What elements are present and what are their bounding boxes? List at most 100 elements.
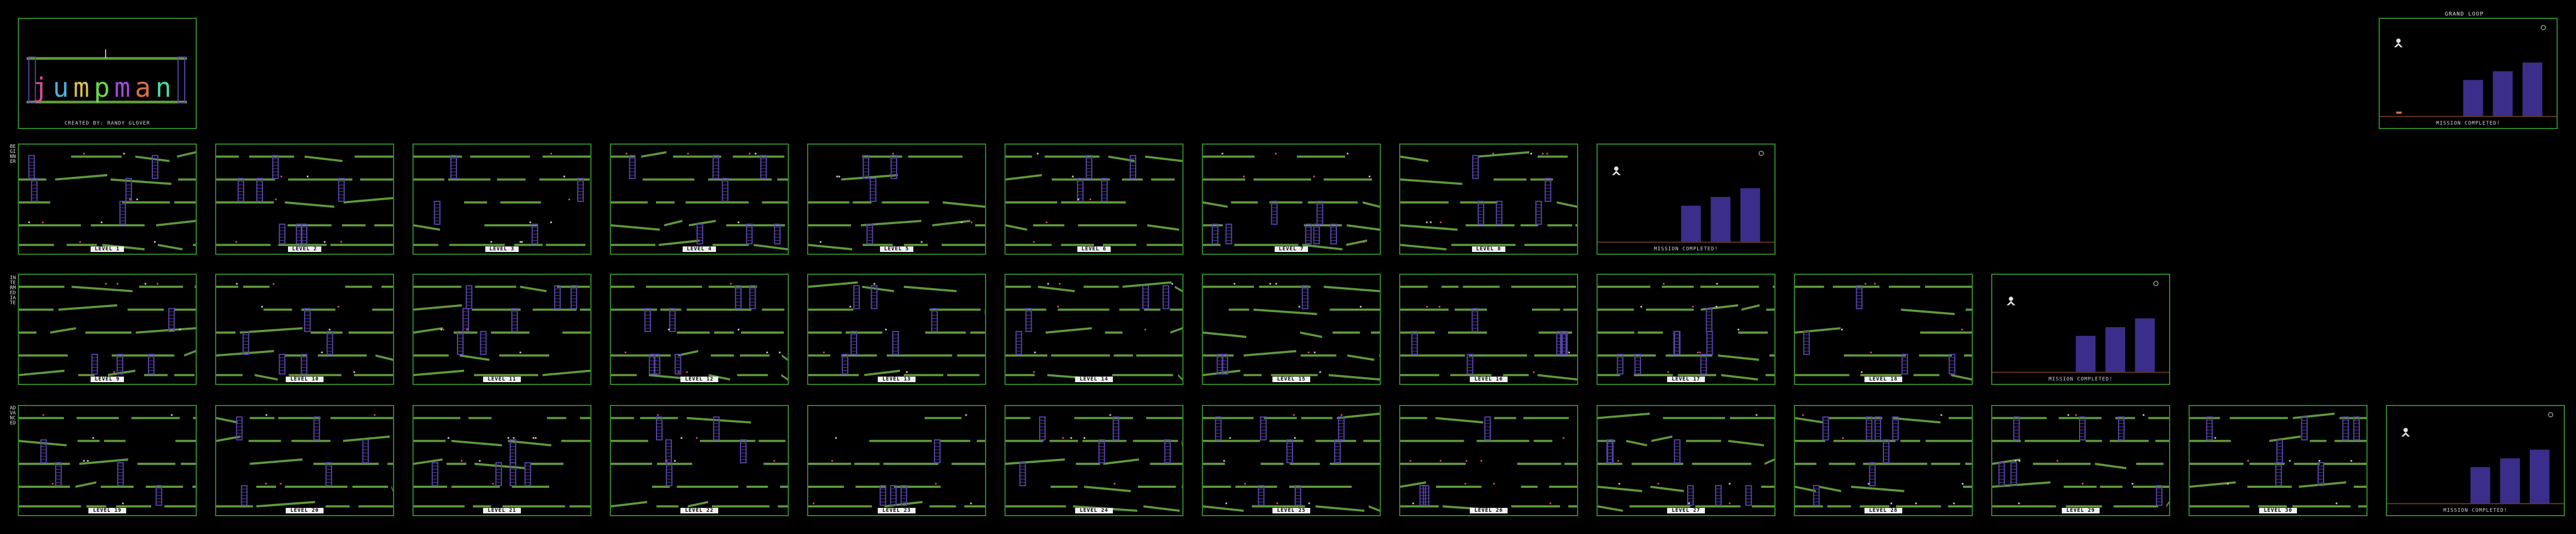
girder bbox=[71, 285, 133, 293]
ladder bbox=[735, 285, 742, 309]
girder bbox=[781, 374, 788, 381]
girder bbox=[1119, 308, 1140, 311]
ladder bbox=[1334, 439, 1341, 463]
girder bbox=[116, 505, 152, 508]
bomb-icon bbox=[443, 305, 445, 308]
level-name-label: LEVEL 16 bbox=[1470, 377, 1508, 382]
level-name-label: LEVEL 15 bbox=[1272, 377, 1310, 382]
ladder bbox=[722, 177, 729, 202]
ladder bbox=[871, 285, 878, 309]
bomb-icon bbox=[1062, 437, 1064, 439]
ladder bbox=[2013, 416, 2020, 441]
girder bbox=[137, 462, 176, 465]
girder bbox=[1441, 285, 1459, 288]
girder bbox=[1379, 354, 1380, 357]
girder bbox=[1253, 178, 1311, 181]
girder bbox=[1400, 505, 1439, 508]
girder bbox=[1448, 331, 1488, 334]
bomb-icon bbox=[236, 283, 238, 285]
girder bbox=[1795, 327, 1841, 334]
ladder bbox=[1556, 330, 1563, 355]
level-name: LEVEL 16 bbox=[1400, 377, 1577, 382]
girder bbox=[1773, 285, 1774, 288]
girder bbox=[193, 244, 196, 246]
level-panel: LEVEL 16 bbox=[1399, 274, 1578, 385]
level-name: LEVEL 4 bbox=[611, 246, 788, 252]
girder bbox=[256, 486, 276, 488]
bomb-icon bbox=[2350, 460, 2353, 462]
building bbox=[1681, 205, 1701, 242]
bomb-icon bbox=[1563, 437, 1565, 439]
girder bbox=[778, 505, 788, 508]
bomb-icon bbox=[971, 221, 973, 224]
girder bbox=[2113, 505, 2159, 508]
mission-completed-panel: MISSION COMPLETED! bbox=[1597, 144, 1776, 255]
ladder bbox=[1225, 224, 1232, 245]
level-map bbox=[1006, 281, 1182, 381]
level-name-label: LEVEL 6 bbox=[1077, 246, 1111, 252]
girder bbox=[502, 505, 565, 508]
moon-icon bbox=[2153, 281, 2159, 286]
level-panel: LEVEL 22 bbox=[610, 405, 789, 516]
bomb-icon bbox=[1275, 152, 1277, 155]
bomb-icon bbox=[329, 329, 331, 330]
level-panel: LEVEL 7 bbox=[1202, 144, 1381, 255]
girder bbox=[520, 285, 546, 293]
girder bbox=[66, 244, 97, 246]
girder bbox=[903, 285, 957, 293]
girder bbox=[249, 155, 295, 158]
girder bbox=[1463, 285, 1500, 288]
level-map bbox=[1795, 283, 1972, 381]
girder bbox=[758, 439, 786, 442]
ladder bbox=[931, 308, 938, 332]
bomb-icon bbox=[1363, 241, 1365, 243]
girder bbox=[1136, 354, 1182, 357]
girder bbox=[1324, 178, 1372, 181]
girder bbox=[1122, 281, 1172, 288]
girder bbox=[1532, 308, 1560, 311]
bomb-icon bbox=[1412, 502, 1414, 505]
girder bbox=[414, 155, 462, 158]
girder bbox=[546, 417, 566, 419]
girder bbox=[1533, 439, 1553, 442]
girder bbox=[1465, 224, 1515, 226]
girder bbox=[1138, 486, 1176, 488]
ladder bbox=[713, 416, 720, 441]
bomb-icon bbox=[1493, 483, 1495, 485]
girder bbox=[470, 155, 530, 158]
girder bbox=[1143, 505, 1180, 512]
bomb-icon bbox=[235, 241, 237, 243]
level-name: LEVEL 20 bbox=[216, 508, 393, 513]
level-name: LEVEL 8 bbox=[1400, 246, 1577, 252]
girder bbox=[1146, 244, 1182, 246]
bomb-icon bbox=[2018, 502, 2020, 505]
bomb-icon bbox=[680, 437, 683, 439]
level-map bbox=[1006, 152, 1182, 246]
girder bbox=[699, 439, 755, 442]
logo-letter: j bbox=[32, 72, 53, 103]
girder bbox=[841, 354, 877, 357]
girder bbox=[2166, 501, 2169, 508]
ladder bbox=[1216, 354, 1224, 375]
level-name: LEVEL 25 bbox=[1203, 508, 1380, 513]
bomb-icon bbox=[179, 329, 181, 330]
bomb-icon bbox=[1729, 502, 1730, 505]
level-map bbox=[611, 151, 788, 251]
girder bbox=[1400, 481, 1426, 488]
mission-completed-panel: MISSION COMPLETED! bbox=[1991, 274, 2170, 385]
bomb-icon bbox=[83, 152, 85, 155]
girder bbox=[19, 285, 64, 288]
girder bbox=[1851, 486, 1904, 492]
girder bbox=[984, 308, 985, 315]
bomb-icon bbox=[625, 152, 628, 155]
ladder bbox=[304, 308, 311, 332]
girder bbox=[473, 505, 491, 508]
girder bbox=[1948, 417, 1972, 419]
bomb-icon bbox=[892, 152, 894, 155]
girder bbox=[1892, 417, 1941, 424]
girder bbox=[546, 244, 586, 246]
ladder bbox=[2353, 416, 2360, 441]
ladder bbox=[1495, 200, 1503, 225]
ladder bbox=[91, 354, 98, 375]
ladder bbox=[1687, 485, 1694, 506]
